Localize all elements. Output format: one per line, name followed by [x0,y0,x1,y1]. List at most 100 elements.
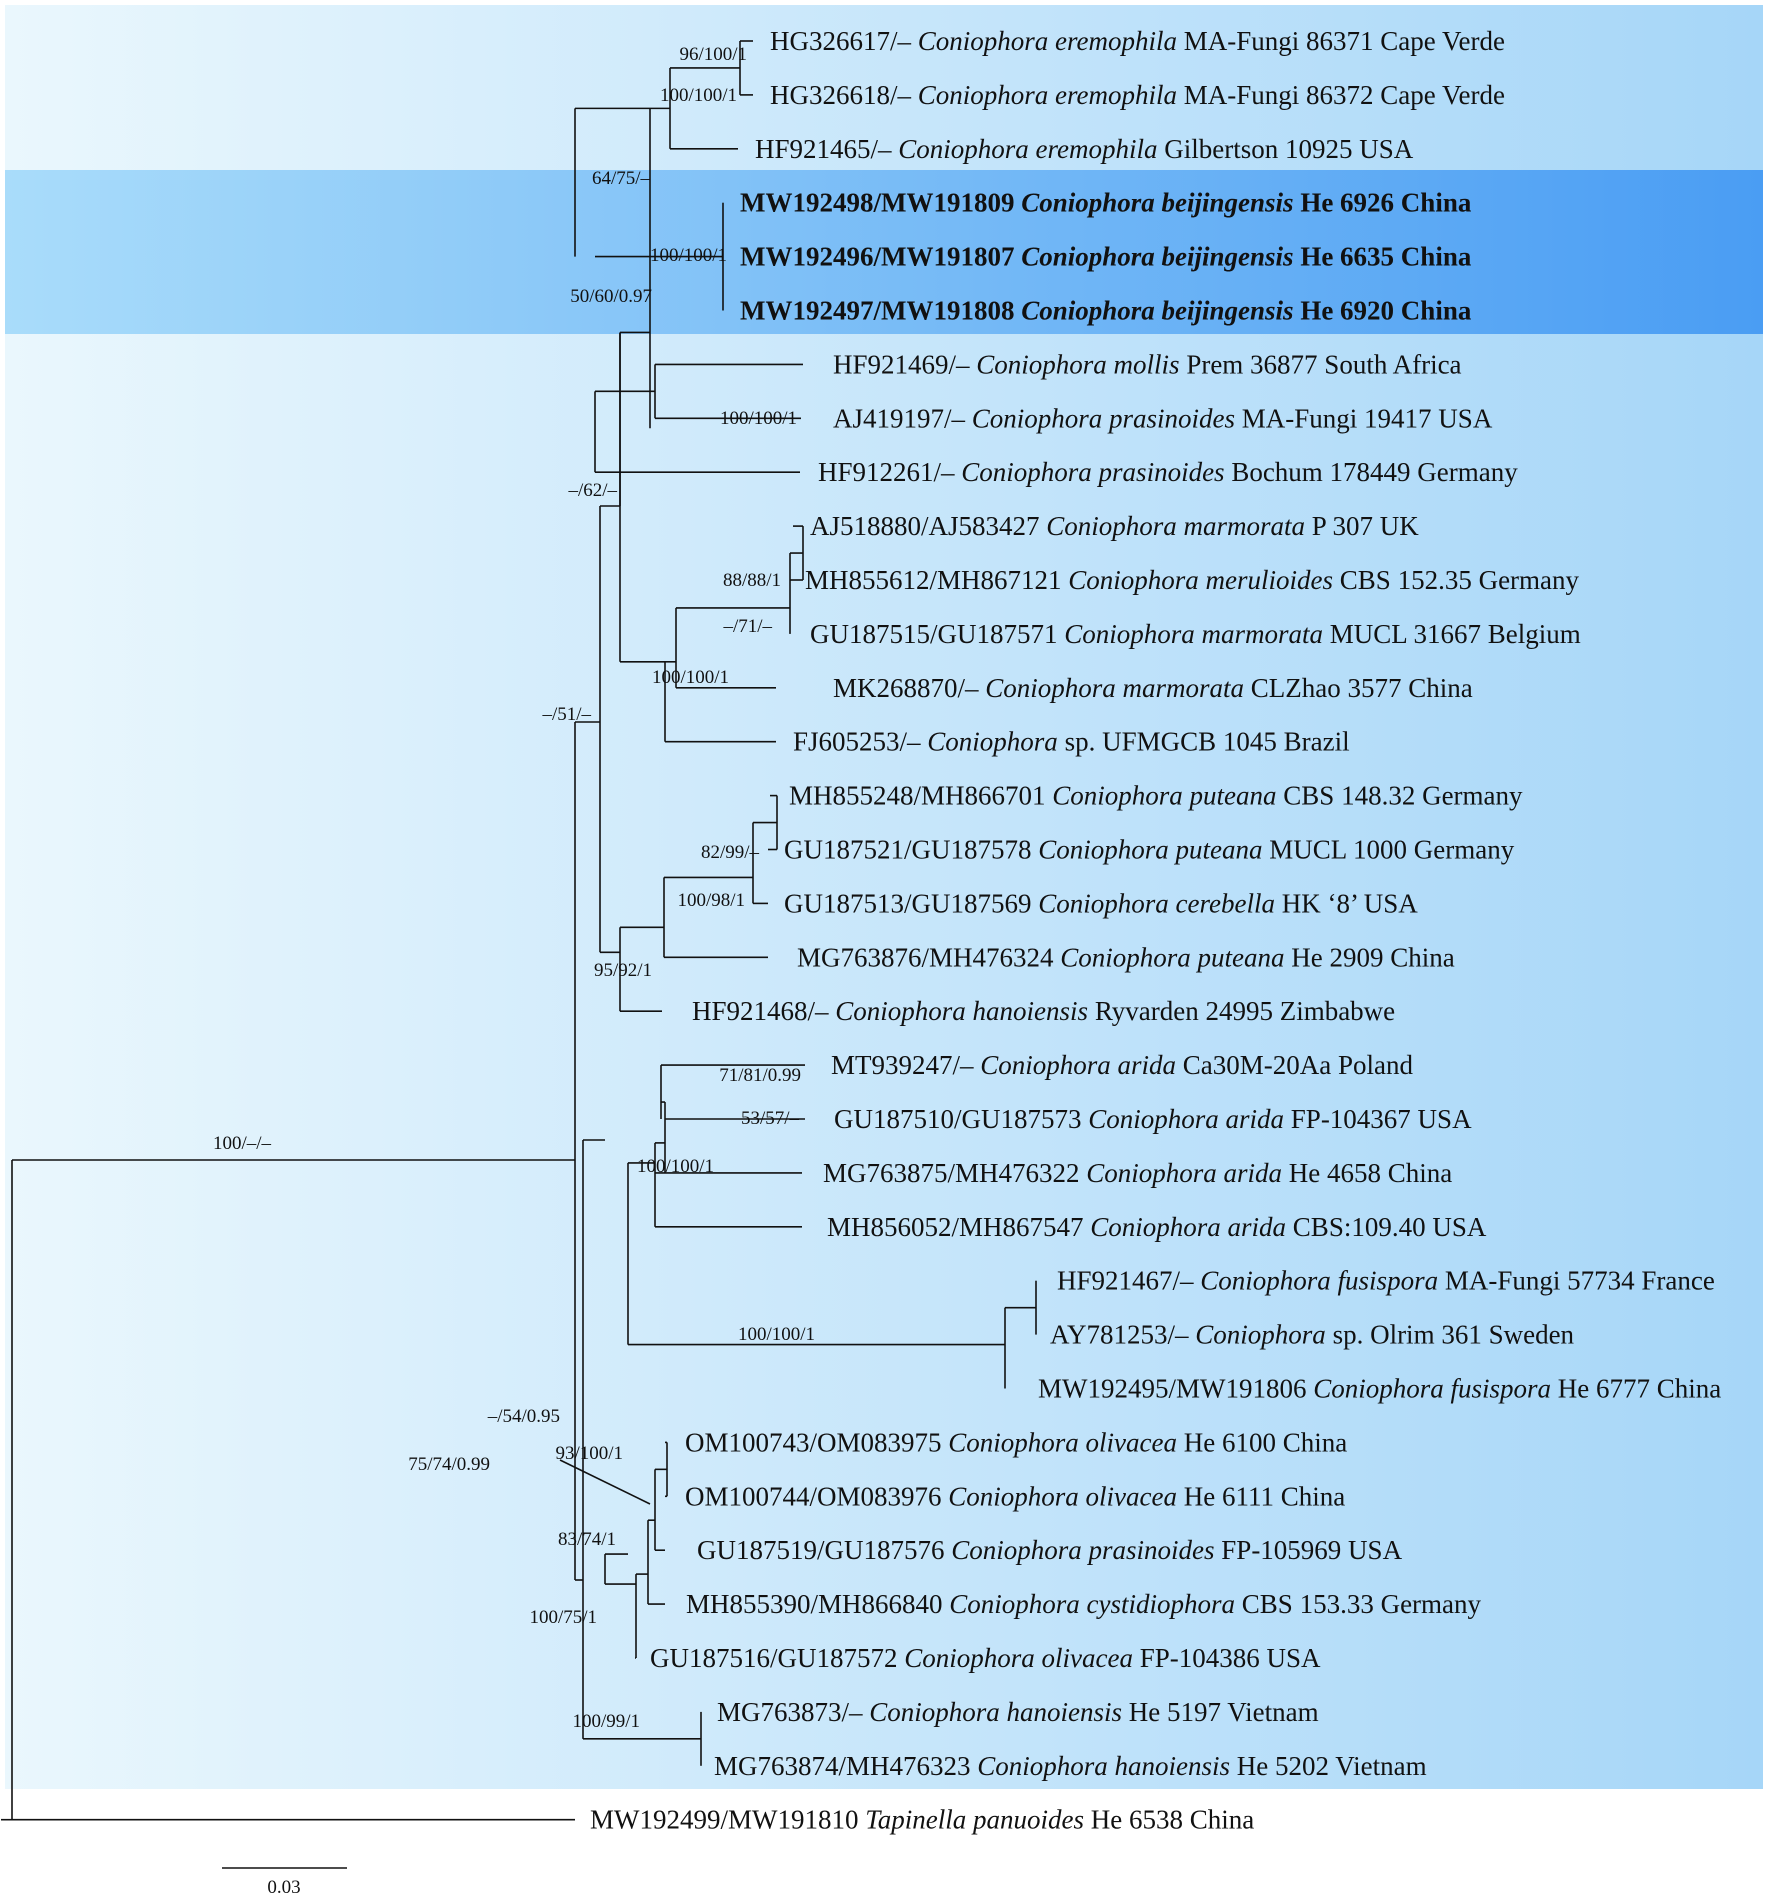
taxon-accession: MW192498/MW191809 [740,188,1021,218]
taxon-species: Coniophora beijingensis [1021,296,1293,326]
taxon-label: MT939247/– Coniophora arida Ca30M-20Aa P… [831,1050,1414,1080]
support-value: 96/100/1 [679,44,747,65]
taxon-accession: MT939247/– [831,1050,980,1080]
taxon-accession: AJ518880/AJ583427 [810,511,1046,541]
support-value: 100/100/1 [637,1156,714,1177]
taxon-accession: GU187515/GU187571 [810,619,1064,649]
taxon-accession: MW192496/MW191807 [740,242,1021,272]
taxon-accession: MW192497/MW191808 [740,296,1021,326]
taxon-voucher: He 6635 China [1294,242,1472,272]
taxon-label: GU187519/GU187576 Coniophora prasinoides… [697,1535,1403,1565]
beijingensis-highlight-band [5,170,1763,334]
taxon-voucher: FP-105969 USA [1215,1535,1403,1565]
support-value: 88/88/1 [723,570,781,591]
taxon-species: Coniophora beijingensis [1021,188,1293,218]
support-values: 96/100/1100/100/164/75/–100/100/150/60/0… [213,44,815,1732]
taxon-accession: MW192495/MW191806 [1038,1374,1313,1404]
taxon-label: AJ518880/AJ583427 Coniophora marmorata P… [810,511,1419,541]
taxon-voucher: MA-Fungi 19417 USA [1235,403,1493,433]
taxon-voucher: Prem 36877 South Africa [1180,349,1462,379]
tree-branches [1,40,1037,1821]
taxon-species: Coniophora hanoiensis [977,1751,1230,1781]
taxon-species: Coniophora olivacea [904,1643,1133,1673]
taxon-voucher: CBS 153.33 Germany [1235,1589,1481,1619]
taxon-voucher: He 6777 China [1551,1374,1721,1404]
taxon-label: MG763876/MH476324 Coniophora puteana He … [797,942,1455,972]
taxon-accession: GU187521/GU187578 [784,835,1038,865]
taxon-voucher: HK ‘8’ USA [1275,888,1418,918]
taxon-species: Coniophora arida [1090,1212,1286,1242]
taxon-species: Coniophora arida [1086,1158,1282,1188]
taxon-accession: GU187513/GU187569 [784,888,1038,918]
support-value: 75/74/0.99 [408,1454,490,1475]
taxon-voucher: MA-Fungi 57734 France [1438,1266,1715,1296]
taxon-voucher: He 6111 China [1177,1481,1345,1511]
taxon-species: Coniophora eremophila [918,26,1177,56]
taxon-species: Coniophora eremophila [898,134,1157,164]
taxon-accession: HF921465/– [755,134,898,164]
taxon-species: Coniophora puteana [1038,835,1262,865]
taxon-accession: MH856052/MH867547 [827,1212,1090,1242]
support-value: 100/–/– [213,1133,272,1154]
taxon-label: MH855612/MH867121 Coniophora merulioides… [805,565,1580,595]
taxon-species: Coniophora puteana [1052,781,1276,811]
taxon-label: MW192499/MW191810 Tapinella panuoides He… [590,1805,1254,1835]
taxon-accession: HF921469/– [833,349,976,379]
taxon-label: GU187515/GU187571 Coniophora marmorata M… [810,619,1581,649]
taxon-species: Coniophora hanoiensis [835,996,1088,1026]
taxon-accession: HF921467/– [1057,1266,1200,1296]
taxon-voucher: He 4658 China [1282,1158,1452,1188]
taxon-accession: HF921468/– [692,996,835,1026]
taxon-label: MW192498/MW191809 Coniophora beijingensi… [740,188,1472,218]
taxon-species: Coniophora fusispora [1200,1266,1438,1296]
support-value: 100/100/1 [652,667,729,688]
taxon-labels: HG326617/– Coniophora eremophila MA-Fung… [590,26,1721,1835]
taxon-voucher: Gilbertson 10925 USA [1158,134,1414,164]
taxon-label: HF912261/– Coniophora prasinoides Bochum… [818,457,1518,487]
taxon-voucher: CBS 152.35 Germany [1333,565,1579,595]
taxon-voucher: Bochum 178449 Germany [1225,457,1519,487]
taxon-voucher: MA-Fungi 86371 Cape Verde [1177,26,1505,56]
support-value: 100/99/1 [572,1711,640,1732]
taxon-voucher: CBS 148.32 Germany [1277,781,1523,811]
taxon-species: Coniophora prasinoides [972,403,1235,433]
taxon-accession: OM100744/OM083976 [685,1481,948,1511]
taxon-voucher: He 2909 China [1285,942,1455,972]
taxon-voucher: He 6100 China [1177,1427,1347,1457]
taxon-species: Coniophora arida [1088,1104,1284,1134]
taxon-species: Coniophora prasinoides [951,1535,1214,1565]
taxon-voucher: sp. UFMGCB 1045 Brazil [1058,727,1350,757]
taxon-voucher: sp. Olrim 361 Sweden [1326,1320,1575,1350]
taxon-label: HF921469/– Coniophora mollis Prem 36877 … [833,349,1462,379]
taxon-accession: HG326618/– [770,80,918,110]
taxon-label: HF921468/– Coniophora hanoiensis Ryvarde… [692,996,1395,1026]
taxon-label: HF921467/– Coniophora fusispora MA-Fungi… [1057,1266,1715,1296]
taxon-label: MH856052/MH867547 Coniophora arida CBS:1… [827,1212,1487,1242]
taxon-voucher: He 5197 Vietnam [1122,1697,1319,1727]
taxon-accession: FJ605253/– [793,727,927,757]
taxon-species: Coniophora hanoiensis [869,1697,1122,1727]
taxon-species: Coniophora olivacea [948,1427,1177,1457]
taxon-species: Coniophora eremophila [918,80,1177,110]
taxon-species: Coniophora beijingensis [1021,242,1293,272]
taxon-voucher: CLZhao 3577 China [1244,673,1473,703]
taxon-voucher: MUCL 31667 Belgium [1323,619,1581,649]
taxon-label: GU187510/GU187573 Coniophora arida FP-10… [834,1104,1472,1134]
taxon-label: MW192497/MW191808 Coniophora beijingensi… [740,296,1472,326]
taxon-accession: MH855248/MH866701 [789,781,1052,811]
taxon-label: OM100743/OM083975 Coniophora olivacea He… [685,1427,1347,1457]
taxon-accession: MG763875/MH476322 [823,1158,1086,1188]
taxon-label: MW192496/MW191807 Coniophora beijingensi… [740,242,1472,272]
taxon-species: Coniophora [1195,1320,1326,1350]
taxon-label: MG763874/MH476323 Coniophora hanoiensis … [714,1751,1427,1781]
support-value: 100/75/1 [529,1607,597,1628]
taxon-species: Coniophora marmorata [1046,511,1305,541]
scale-bar: 0.03 [222,1867,347,1897]
taxon-voucher: P 307 UK [1305,511,1419,541]
taxon-species: Coniophora mollis [976,349,1179,379]
support-value: –/62/– [567,480,617,501]
taxon-accession: HG326617/– [770,26,918,56]
support-value: –/54/0.95 [487,1406,560,1427]
scale-bar-label: 0.03 [267,1877,300,1897]
